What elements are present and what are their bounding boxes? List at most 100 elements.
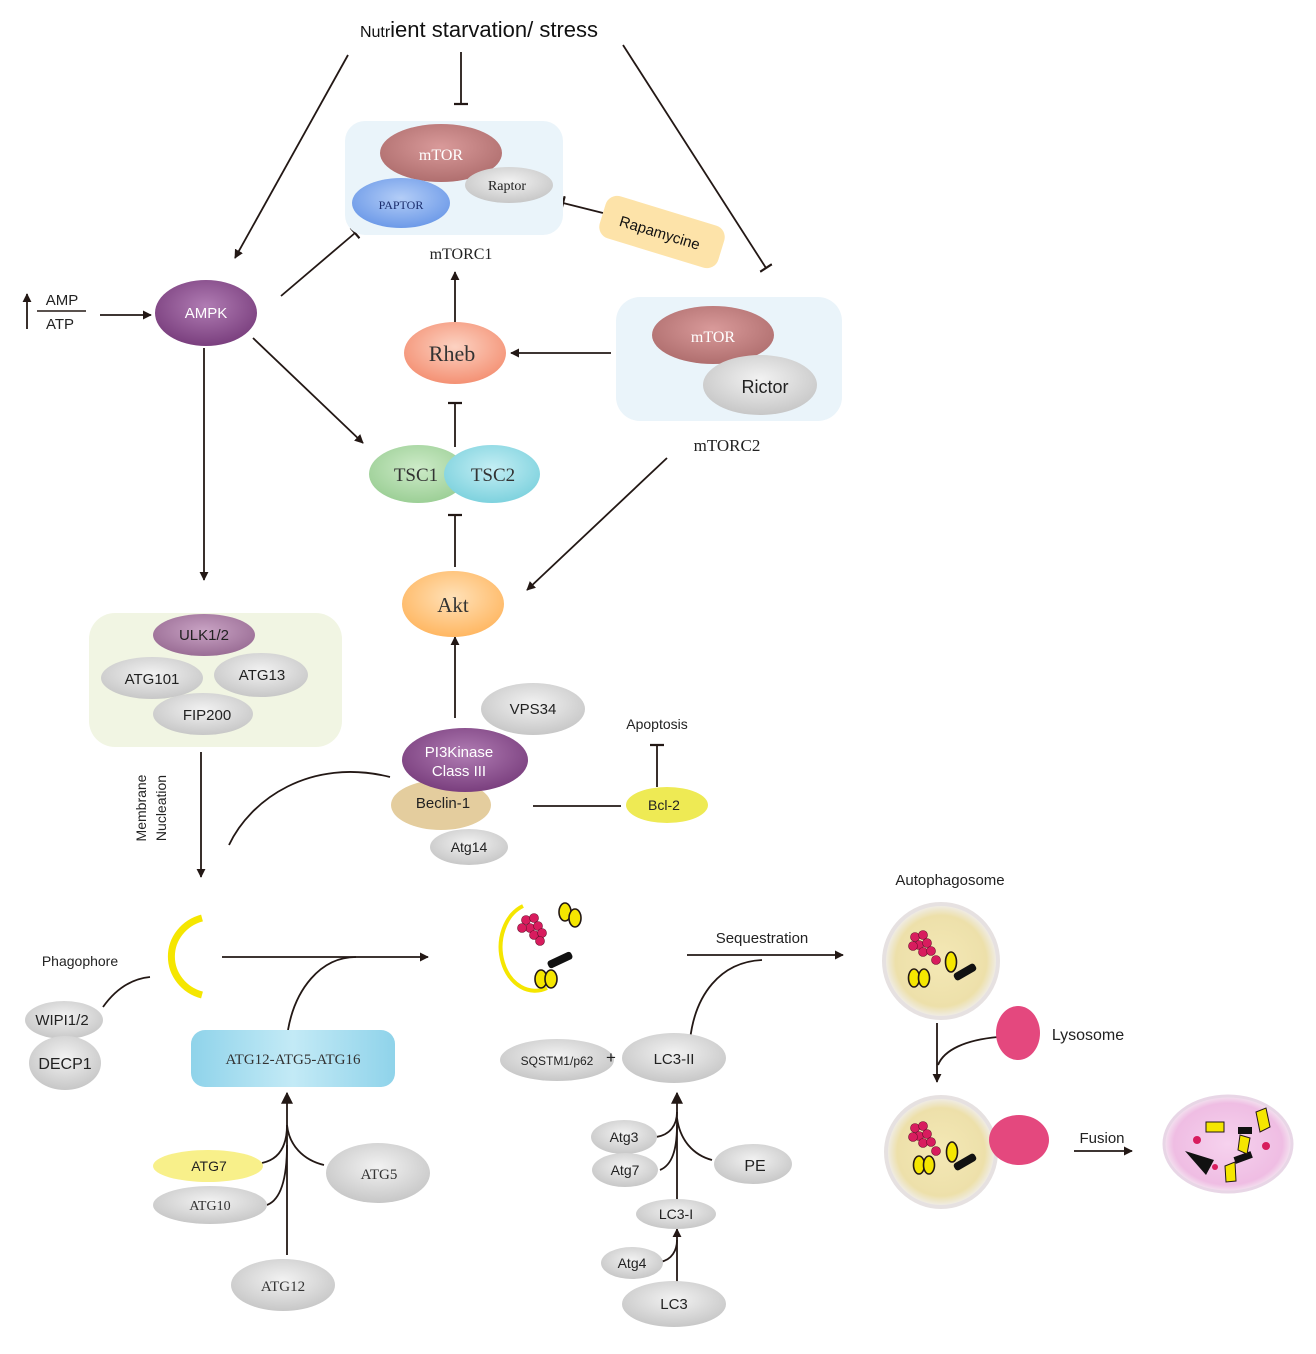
atg101-label: ATG101 [125,671,180,688]
ampk-node [155,280,257,346]
mtorc2-complex: mTOR Rictor mTORC2 [616,297,842,455]
pi3k-label-line2: Class III [432,763,486,780]
mtorc1-paptor-label: PAPTOR [379,198,424,212]
tsc1-label: TSC1 [394,465,438,486]
atg14-node [430,829,508,865]
autophagosome-protein-cluster-icon [908,930,941,965]
fip200-label: FIP200 [183,707,231,724]
edge-lysosome-in [937,1036,999,1066]
beclin-node [391,780,491,830]
decp1-node [29,1036,101,1090]
lc3i-label: LC3-I [659,1206,693,1222]
edge-pe-in [676,1117,713,1161]
atg7-node [153,1150,263,1182]
edge-lc3ii-sequestration [689,959,763,1041]
pi3k-complex: VPS34 PI3Kinase Class III Beclin-1 Atg14 [391,683,585,865]
mtorc2-rictor-node [703,355,817,415]
lc3ii-node [622,1033,726,1083]
atp-label: ATP [46,316,74,333]
atg101-node [101,657,203,699]
edge-rapamycine-mtorc1-inhibit [560,195,604,214]
atg5-label: ATG5 [361,1167,398,1183]
mtorc1-raptor-label: Raptor [488,179,526,194]
pi3k-label-line1: PI3Kinase [425,744,493,761]
title-prefix: Nutr [360,24,391,41]
phagophore-crescent [167,914,204,999]
wipi-label: WIPI1/2 [35,1012,88,1029]
ampk-label: AMPK [185,305,228,322]
atg13-label: ATG13 [239,667,285,684]
tsc2-node [444,445,540,503]
lc3-label: LC3 [660,1296,688,1313]
phagophore-label: Phagophore [42,953,119,969]
fusion-label: Fusion [1079,1130,1124,1147]
plus-sign: + [606,1048,616,1067]
edge-stress-ampk [234,54,349,259]
title-rest: ient starvation/ stress [390,17,598,42]
mtorc1-mtor-node [380,124,502,182]
atg12-node [231,1259,335,1311]
fusion-sphere [884,1095,998,1209]
sequestration-label: Sequestration [716,930,809,947]
atg7b-node [592,1153,658,1187]
lc3-node [622,1281,726,1327]
atg-conjugate-label: ATG12-ATG5-ATG16 [226,1052,361,1068]
wipi-node [25,1001,103,1039]
mtorc2-mtor-node [652,306,774,364]
akt-node [402,571,504,637]
fusion-mitochondria-icon [912,1141,959,1175]
nucleation-label: Nucleation [153,775,169,841]
decp1-label: DECP1 [38,1056,91,1073]
mtorc2-mtor-label: mTOR [691,329,735,346]
fip200-node [153,693,253,735]
lysosome-node [996,1006,1040,1060]
bcl2-label: Bcl-2 [648,797,680,813]
edge-ampk-mtorc1-inhibit [280,226,361,297]
fusion-bar-icon [953,1153,977,1171]
edge-atg5-in [286,1124,325,1166]
fusion-stage-icon [884,1095,1049,1209]
sqstm-node [500,1039,614,1081]
lc3ii-label: LC3-II [654,1051,695,1068]
rheb-label: Rheb [429,341,475,366]
atg3-node [591,1120,657,1154]
pi3k-node [402,728,528,792]
atg5-node [326,1143,430,1203]
edges [100,44,1133,1285]
edge-mtorc2-akt [526,457,668,591]
cargo-capture-icon [498,902,582,993]
mtorc1-paptor-node [352,178,450,228]
tsc2-label: TSC2 [471,465,515,486]
sqstm-label: SQSTM1/p62 [521,1054,594,1068]
cargo-protein-cluster-icon [517,913,547,946]
edge-ampk-tsc [252,337,364,444]
atg7b-label: Atg7 [611,1162,640,1178]
cargo-mitochondria-icon [534,902,582,989]
edge-wipi-phagophore [102,976,151,1008]
title-text: Nutrient starvation/ stress [360,17,598,42]
vps34-label: VPS34 [510,701,557,718]
autophagosome-icon [882,902,1000,1020]
amp-atp-ratio: AMP ATP [22,292,86,333]
atg14-label: Atg14 [451,839,488,855]
mtorc1-complex: mTOR Raptor PAPTOR mTORC1 [345,121,563,263]
lysosome-label: Lysosome [1052,1027,1124,1044]
rapamycine-node: Rapamycine [599,195,725,269]
beclin-label: Beclin-1 [416,795,470,812]
mtorc1-raptor-node [465,167,553,203]
autophagosome-mitochondria-icon [907,951,958,988]
akt-label: Akt [437,593,469,617]
lc3i-node [636,1199,716,1229]
edge-pi3k-nucleation-curve [228,771,391,846]
apoptosis-label: Apoptosis [626,716,687,732]
mtorc1-mtor-label: mTOR [419,147,463,164]
membrane-label: Membrane [133,774,149,841]
atg13-node [214,653,308,697]
autolysosome-icon [1162,1094,1294,1194]
mtorc2-label: mTORC2 [694,436,761,455]
tsc1-node [369,445,467,503]
edge-atg3-in [655,1111,678,1138]
edge-atg10-in [266,1144,288,1206]
fusion-lysosome [989,1115,1049,1165]
